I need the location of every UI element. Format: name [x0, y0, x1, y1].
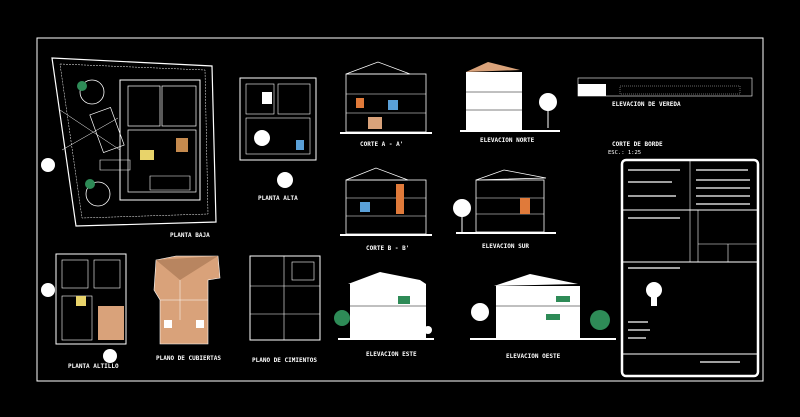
planta-baja-plan — [41, 57, 217, 227]
label-planta-altillo: PLANTA ALTILLO — [68, 363, 119, 370]
label-corte-a: CORTE A - A' — [360, 141, 403, 148]
label-plano-cimientos: PLANO DE CIMIENTOS — [252, 357, 317, 364]
sheet-border — [36, 37, 764, 382]
planta-alta-plan — [239, 77, 317, 188]
elevacion-vereda — [577, 77, 753, 97]
label-corte-b: CORTE B - B' — [366, 245, 409, 252]
label-elevacion-vereda: ELEVACION DE VEREDA — [612, 101, 681, 108]
label-planta-alta: PLANTA ALTA — [258, 195, 298, 202]
elevacion-norte — [460, 62, 560, 132]
plano-cimientos-foundation — [249, 255, 321, 341]
corte-a-section — [340, 61, 432, 134]
elevacion-sur — [453, 169, 556, 234]
label-elevacion-sur: ELEVACION SUR — [482, 243, 529, 250]
label-escala: ESC.: 1:25 — [608, 150, 641, 156]
label-elevacion-este: ELEVACION ESTE — [366, 351, 417, 358]
elevacion-oeste — [470, 274, 616, 340]
elevacion-este — [334, 272, 434, 340]
corte-b-section — [340, 167, 432, 236]
title-block — [620, 158, 760, 378]
plano-cubiertas-roof — [153, 255, 221, 345]
planta-altillo-plan — [41, 253, 127, 363]
label-elevacion-oeste: ELEVACION OESTE — [506, 353, 561, 360]
label-corte-borde: CORTE DE BORDE — [612, 141, 663, 148]
label-plano-cubiertas: PLANO DE CUBIERTAS — [156, 355, 221, 362]
label-planta-baja: PLANTA BAJA — [170, 232, 210, 239]
label-elevacion-norte: ELEVACION NORTE — [480, 137, 535, 144]
